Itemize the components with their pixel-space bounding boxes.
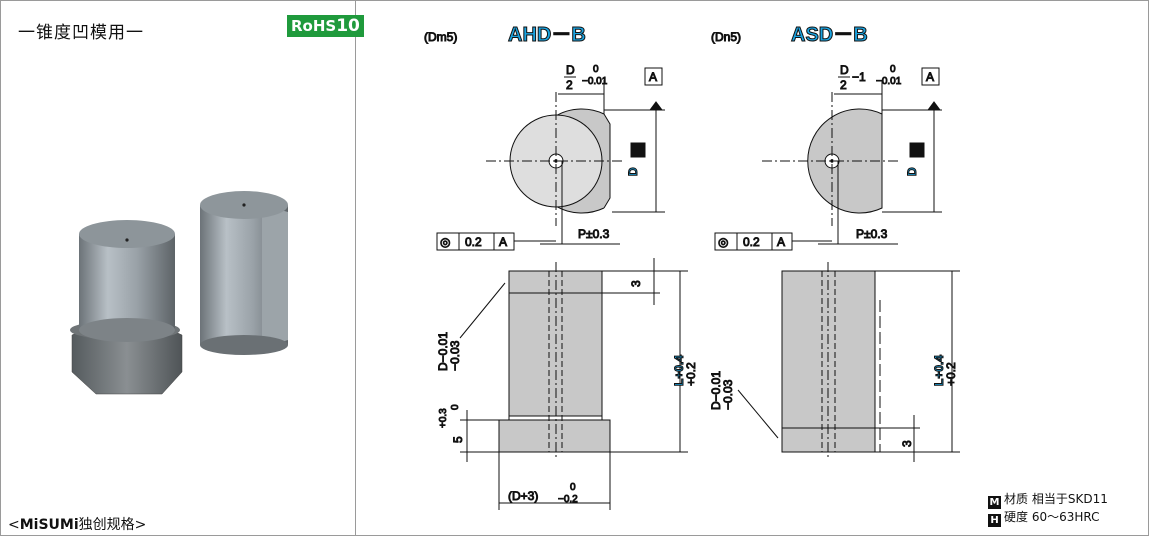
origin-close: > xyxy=(134,517,147,533)
b-datum: A xyxy=(926,70,934,84)
a-flange-dia-upper: 0 xyxy=(570,482,576,493)
b-half-tol-lower: −0.01 xyxy=(876,76,902,87)
b-top-view xyxy=(762,80,942,244)
origin-text: 独创规格 xyxy=(78,517,135,533)
hardness-badge: H xyxy=(988,514,1001,527)
a-flange-dia-lower: −0.2 xyxy=(558,494,578,505)
misumi-brand: MiSUMi xyxy=(19,517,79,533)
b-conc-value: 0.2 xyxy=(743,235,760,249)
rohs-badge: RoHS10 xyxy=(287,15,364,37)
a-half-d: D xyxy=(566,63,575,77)
a-tolerance-code: (Dm5) xyxy=(424,30,457,44)
a-dia-tol: D−0.01 xyxy=(436,332,450,371)
b-tolerance-code: (Dn5) xyxy=(711,30,741,44)
a-length-label: L+0.4 xyxy=(672,355,686,386)
product-category-title: 一锥度凹模用一 xyxy=(18,23,144,43)
b-product-name: ASD－B xyxy=(791,24,868,46)
hardness-value: 60～63HRC xyxy=(1031,510,1100,524)
a-half-tol-upper: 0 xyxy=(593,64,599,75)
a-front-view xyxy=(459,258,688,510)
a-half-den: 2 xyxy=(566,78,573,92)
b-front-view xyxy=(737,262,960,462)
product-photo xyxy=(70,191,288,395)
material-badge: M xyxy=(988,496,1001,509)
b-bottom-step: 3 xyxy=(900,440,914,447)
b-half-tol-upper: 0 xyxy=(890,64,896,75)
a-conc-value: 0.2 xyxy=(465,235,482,249)
a-dia-tol2: −0.03 xyxy=(448,340,462,371)
b-half-mid: −1 xyxy=(852,70,866,84)
material-value: 相当于SKD11 xyxy=(1031,492,1108,506)
a-datum: A xyxy=(649,70,657,84)
b-length-label: L+0.4 xyxy=(932,355,946,386)
a-conc-symbol: ◎ xyxy=(440,235,450,249)
rohs-label: RoHS xyxy=(291,17,337,35)
b-conc-datum: A xyxy=(777,235,785,249)
a-top-view xyxy=(486,80,665,244)
b-half-den: 2 xyxy=(840,78,847,92)
hardness-label: 硬度 xyxy=(1004,510,1029,524)
a-flange-tol2: 0 xyxy=(450,404,461,410)
a-pos-tol: P±0.3 xyxy=(578,227,610,241)
a-half-tol-lower: −0.01 xyxy=(582,76,608,87)
a-product-name: AHD－B xyxy=(508,24,586,46)
b-dia-tol2: −0.03 xyxy=(721,379,735,410)
rohs-number: 10 xyxy=(336,16,360,36)
a-flange-tol: +0.3 xyxy=(438,408,449,428)
a-top-step: 3 xyxy=(629,280,643,287)
a-flange-dia: (D+3) xyxy=(508,489,538,503)
b-side-label: D xyxy=(905,167,919,176)
origin-open: < xyxy=(8,517,20,533)
b-pos-tol: P±0.3 xyxy=(856,227,888,241)
a-side-label: D xyxy=(626,167,640,176)
b-dia-tol: D−0.01 xyxy=(709,371,723,410)
material-label: 材质 xyxy=(1004,492,1029,506)
origin-note: <MiSUMi独创规格> xyxy=(8,514,146,534)
b-length-tol2: +0.2 xyxy=(944,362,958,386)
a-flange-height: 5 xyxy=(451,436,465,443)
b-half-d: D xyxy=(840,63,849,77)
a-conc-datum: A xyxy=(499,235,507,249)
b-conc-symbol: ◎ xyxy=(718,235,728,249)
a-length-tol2: +0.2 xyxy=(684,362,698,386)
panel-divider xyxy=(355,0,356,536)
